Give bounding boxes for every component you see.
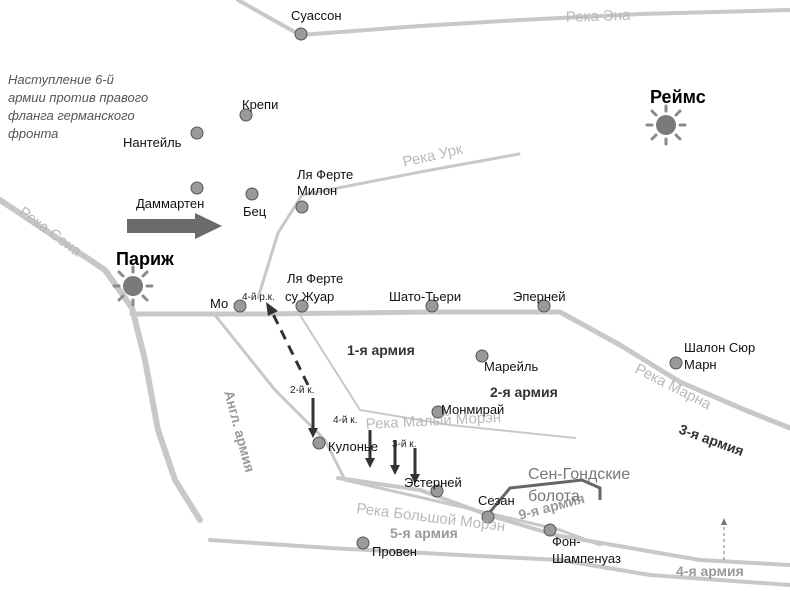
marker-chalons	[669, 356, 683, 370]
dashed-arrow-icon	[266, 302, 310, 386]
marsh-outline	[488, 478, 602, 513]
city-paris: Париж	[116, 249, 174, 269]
road-bottom	[208, 538, 790, 587]
marker-epernay	[537, 299, 551, 313]
river-aisne-line	[236, 0, 790, 37]
river-marne-line	[129, 309, 790, 431]
river-seine-label: Река Сена	[16, 203, 85, 260]
arrow-down-icon	[410, 448, 420, 484]
army-first: 1-я армия	[347, 342, 415, 358]
marker-montmirail	[431, 405, 445, 419]
army-british: Англ. армия	[221, 389, 258, 474]
corps-fourth: 4-й к.	[333, 415, 357, 426]
marker-fere-champenoise	[543, 523, 557, 537]
marker-ferte-jouarre	[295, 299, 309, 313]
arrow-down-icon	[308, 398, 318, 438]
marker-ferte-milon	[295, 200, 309, 214]
town-ferte-jouarre-1: Ля Ферте	[287, 271, 343, 286]
small-up-arrow-icon	[721, 518, 727, 560]
river-petit-morin-label: Река Малый Морэн	[365, 409, 501, 433]
marker-soissons	[294, 27, 308, 41]
marker-chateau-thierry	[425, 299, 439, 313]
city-reims: Реймс	[650, 87, 706, 107]
army-third: 3-я армия	[677, 421, 746, 459]
town-provins: Провен	[372, 544, 417, 559]
town-ferte-milon-2: Милон	[297, 183, 337, 198]
town-ferte-jouarre-2: су Жуар	[285, 289, 334, 304]
army-fourth: 4-я армия	[676, 563, 744, 579]
corps-second: 2-й к.	[290, 385, 314, 396]
town-epernay: Эперней	[513, 289, 566, 304]
town-chalons-2: Марн	[684, 357, 717, 372]
town-chalons-1: Шалон Сюр	[684, 340, 755, 355]
river-seine-line	[0, 197, 203, 523]
arrow-down-icon	[390, 440, 400, 475]
town-ferte-milon-1: Ля Ферте	[297, 167, 353, 182]
town-betz: Бец	[243, 204, 267, 219]
reims-sun-icon	[645, 104, 687, 146]
river-ourcq-line	[256, 152, 521, 300]
paris-sun-icon	[112, 265, 154, 307]
corps-fourth-reserve: 4-й р.к.	[242, 292, 275, 303]
river-aisne-label: Река Эна	[566, 7, 632, 26]
marker-meaux	[233, 299, 247, 313]
marker-mareuil	[475, 349, 489, 363]
town-meaux: Мо	[210, 296, 228, 311]
town-chateau-thierry: Шато-Тьери	[389, 289, 461, 304]
town-fere-champenoise-2: Шампенуаз	[552, 551, 621, 566]
note-line-2: армии против правого	[8, 90, 148, 105]
marker-nanteuil	[190, 126, 204, 140]
note-line-3: фланга германского	[8, 108, 135, 123]
note-line-4: фронта	[8, 126, 58, 141]
corps-third: 3-й к.	[392, 439, 416, 450]
marker-dammartin	[190, 181, 204, 195]
town-mareuil: Марейль	[484, 359, 539, 374]
note-line-1: Наступление 6-й	[8, 72, 114, 87]
arrow-down-icon	[365, 430, 375, 468]
town-dammartin: Даммартен	[136, 196, 204, 211]
town-soissons: Суассон	[291, 8, 342, 23]
marsh-label-1: Сен-Гондские	[528, 466, 630, 483]
town-coulommiers: Кулонье	[328, 439, 378, 454]
river-petit-morin-line	[299, 314, 576, 439]
marker-sezanne	[481, 510, 495, 524]
town-montmirail: Монмирай	[441, 402, 504, 417]
town-esternay: Эстерней	[404, 475, 462, 490]
river-grand-morin-line	[336, 476, 790, 567]
army-second: 2-я армия	[490, 384, 558, 400]
marker-crepy	[239, 108, 253, 122]
town-fere-champenoise-1: Фон-	[552, 534, 581, 549]
marker-provins	[356, 536, 370, 550]
advance-arrow-icon	[127, 213, 222, 239]
marker-esternay	[430, 484, 444, 498]
town-nanteuil: Нантейль	[123, 135, 182, 150]
army-fifth: 5-я армия	[390, 525, 458, 541]
town-sezanne: Сезан	[478, 493, 515, 508]
marsh-label-2: болота	[528, 488, 580, 505]
town-crepy: Крепи	[242, 97, 278, 112]
marker-coulommiers	[312, 436, 326, 450]
marker-betz	[245, 187, 259, 201]
